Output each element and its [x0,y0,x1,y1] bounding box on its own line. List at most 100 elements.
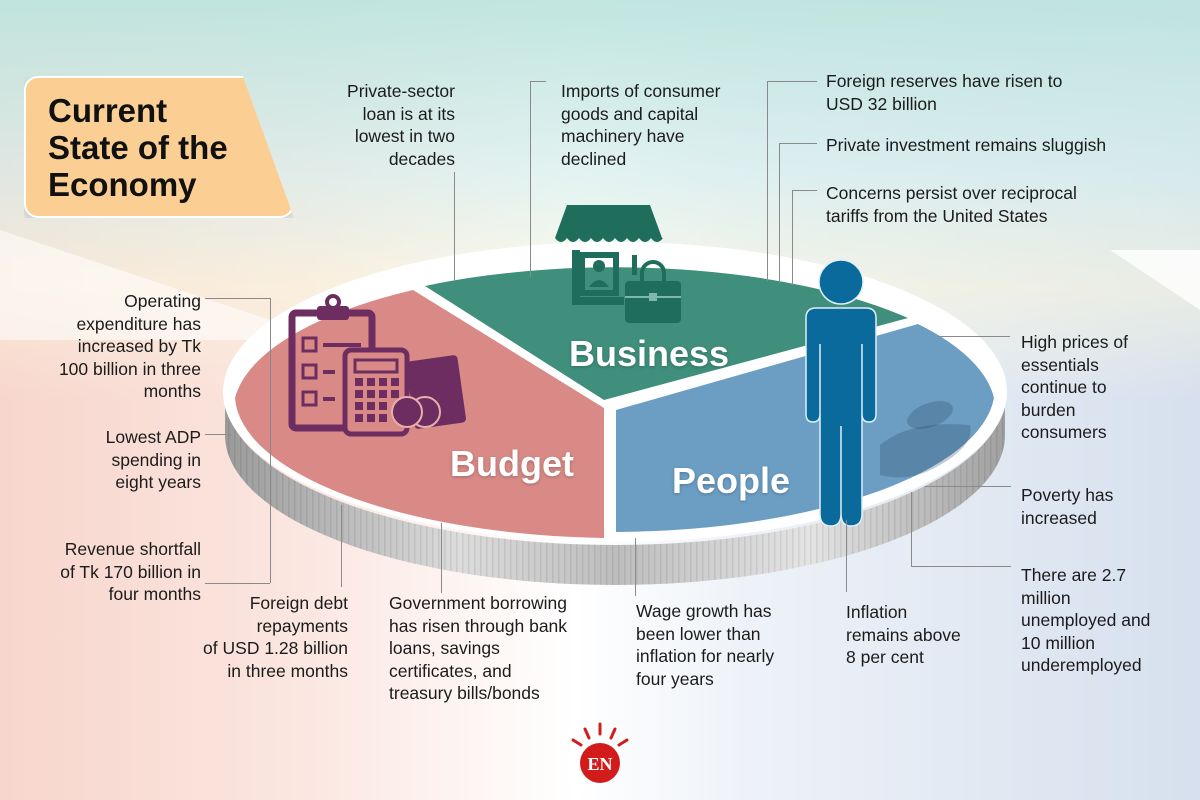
note-line: Foreign reserves have risen to [826,71,1063,91]
note-line: eight years [115,472,201,492]
connector-line [767,81,768,281]
connector-line [530,81,546,82]
note-line: Wage growth has [636,601,772,621]
connector-line [925,486,1011,487]
note-line: loans, savings [389,638,500,658]
note-line: increased [1021,507,1097,528]
connector-line [454,172,455,280]
note-line: remains above [846,624,961,645]
note-operating-expenditure: Operating expenditure has increased by T… [20,290,201,403]
note-line: treasury bills/bonds [389,683,540,703]
note-line: been lower than [636,623,761,644]
note-line: certificates, and [389,660,512,681]
note-line: Operating [124,291,201,311]
connector-line [635,538,636,596]
connector-line [205,583,270,584]
note-line: burden [1021,399,1076,420]
connector-line [779,143,817,144]
note-line: loan is at its [362,103,455,124]
note-line: inflation for nearly [636,646,775,666]
connector-line [911,566,1011,567]
note-line: four years [636,668,714,689]
note-line: Revenue shortfall [64,539,201,559]
pie-slice-people [616,324,994,532]
note-line: of Tk 170 billion in [60,561,201,582]
note-line: Foreign debt [249,593,348,613]
note-imports: Imports of consumer goods and capital ma… [561,80,751,170]
connector-line [270,298,271,583]
pie-slice-business [425,267,908,400]
clipboard-calculator-money-icon [288,294,466,437]
note-line: Concerns persist over reciprocal [826,183,1077,203]
note-private-loan: Private-sector loan is at its lowest in … [300,80,455,170]
connector-line [846,520,847,592]
note-line: There are 2.7 [1021,565,1127,585]
connector-line [441,523,442,593]
note-line: of USD 1.28 billion [203,638,348,658]
note-line: continue to [1021,377,1107,397]
background-shape [1110,250,1200,310]
logo-text: EN [587,754,612,774]
connector-line [938,336,1010,337]
note-line: Government borrowing [389,593,567,613]
note-line: four months [108,584,201,604]
note-line: increased by Tk [77,336,201,356]
note-line: 100 billion in three [58,358,201,379]
page-title: Current State of the Economy [48,92,278,203]
connector-line [341,505,342,587]
note-reserves: Foreign reserves have risen to USD 32 bi… [826,70,1166,115]
title-line: Current [48,92,168,129]
segment-label-budget: Budget [450,443,574,484]
pie-rim [225,395,1005,585]
note-wage-growth: Wage growth has been lower than inflatio… [636,600,816,690]
note-line: Inflation [846,602,908,622]
note-line: 8 per cent [846,647,924,667]
note-adp: Lowest ADP spending in eight years [20,426,201,494]
note-line: expenditure has [76,313,201,334]
connector-line [792,190,793,285]
note-line: in three months [227,660,348,681]
connector-line [530,81,531,277]
segment-label-people: People [672,460,791,501]
person-shadow [880,401,971,478]
connector-line [792,190,817,191]
note-line: goods and capital [561,103,699,124]
note-high-prices: High prices of essentials continue to bu… [1021,331,1191,444]
person-icon [805,259,877,527]
note-line: Lowest ADP [105,427,201,447]
note-unemployment: There are 2.7 million unemployed and 10 … [1021,564,1191,677]
note-line: underemployed [1021,655,1142,675]
note-line: machinery have [561,126,685,146]
connector-line [767,81,817,82]
note-line: lowest in two [354,126,455,146]
note-investment: Private investment remains sluggish [826,134,1186,157]
connector-line [205,298,270,299]
note-revenue-shortfall: Revenue shortfall of Tk 170 billion in f… [10,538,201,606]
note-line: Poverty has [1021,485,1114,505]
note-line: essentials [1021,354,1099,375]
connector-line [779,143,780,283]
note-tariffs: Concerns persist over reciprocal tariffs… [826,182,1186,227]
note-line: million [1021,587,1071,608]
note-inflation: Inflation remains above 8 per cent [846,601,996,669]
title-line: State of the [48,129,228,166]
shop-briefcase-icon [555,205,681,323]
note-line: months [143,381,201,401]
note-poverty: Poverty has increased [1021,484,1191,529]
connector-line [205,434,231,435]
note-government-borrowing: Government borrowing has risen through b… [389,592,609,705]
note-line: Imports of consumer [561,81,721,101]
en-sunburst-logo-icon: EN [571,722,629,783]
connector-line [911,492,912,567]
note-line: unemployed and [1021,610,1151,630]
note-line: declined [561,148,627,169]
note-line: spending in [111,449,201,470]
note-line: consumers [1021,422,1107,442]
note-line: Private investment remains sluggish [826,135,1107,155]
segment-label-business: Business [569,333,730,374]
note-line: has risen through bank [389,615,568,636]
note-line: USD 32 billion [826,93,937,114]
note-line: Private-sector [347,81,455,101]
note-line: High prices of [1021,332,1128,352]
